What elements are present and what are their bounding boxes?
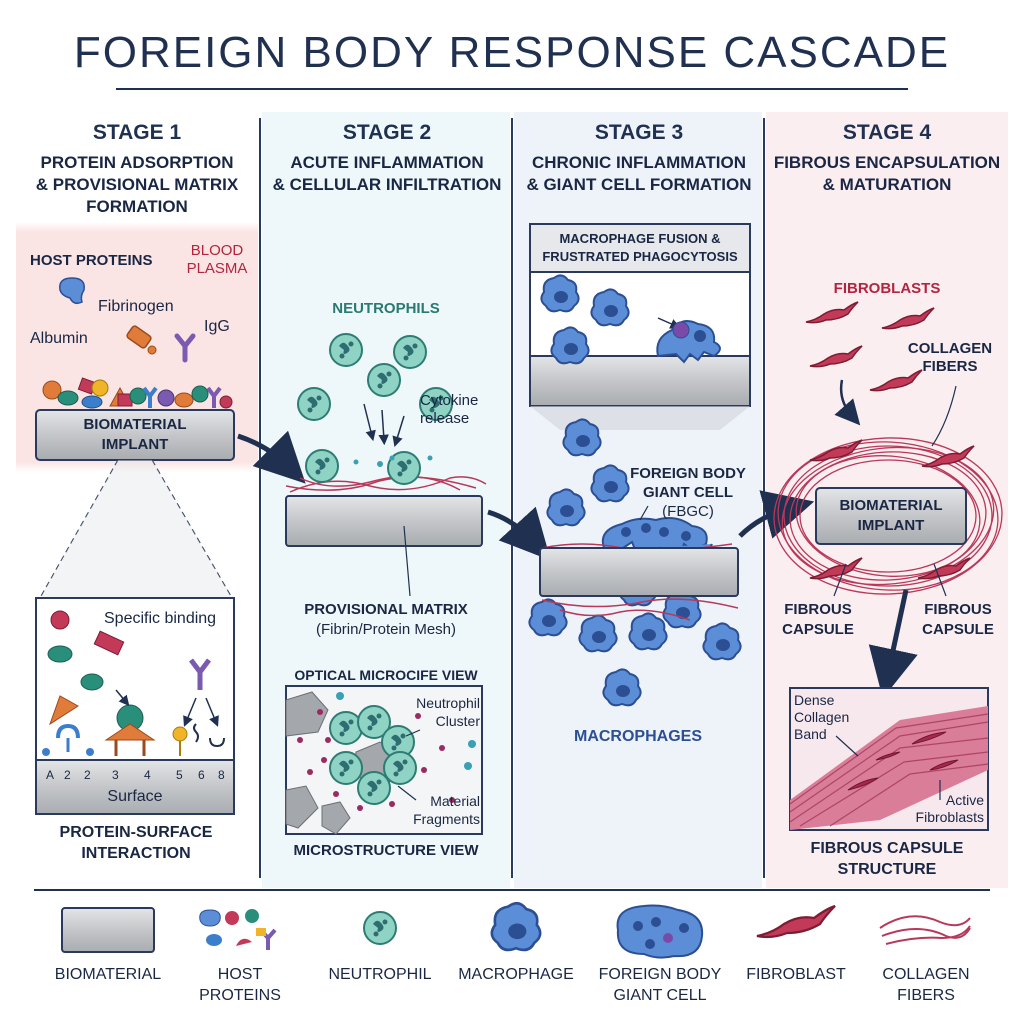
fibrinogen-icon xyxy=(126,325,152,349)
legend-fbgc-icon xyxy=(616,904,704,959)
macrophages-label: MACROPHAGES xyxy=(573,728,702,745)
legend-neutrophil-icon xyxy=(363,911,397,945)
title-underline xyxy=(116,88,908,90)
optical-view-label: OPTICAL MICROCIFE VIEW xyxy=(294,667,478,683)
provisional-matrix-label: PROVISIONAL MATRIX(Fibrin/Protein Mesh) xyxy=(304,601,468,638)
implant-stage2 xyxy=(285,495,483,547)
legend-fibroblast-icon xyxy=(755,904,837,939)
stage-4-number: STAGE 4 xyxy=(842,121,932,144)
igg-label: IgG xyxy=(204,318,230,335)
implant-stage3 xyxy=(539,547,739,597)
legend-neutrophil-label: NEUTROPHIL xyxy=(328,966,432,983)
legend-macrophage-icon xyxy=(490,901,542,952)
arrow-stage2-to-3 xyxy=(487,506,551,561)
stage-3-number: STAGE 3 xyxy=(594,121,684,144)
host-protein-blob xyxy=(59,277,85,305)
bound-proteins xyxy=(42,695,225,756)
legend-macrophage-label: MACROPHAGE xyxy=(458,966,574,983)
collagen-band xyxy=(789,706,989,830)
stage-2-title: ACUTE INFLAMMATION& CELLULAR INFILTRATIO… xyxy=(272,153,502,194)
stage-1-number: STAGE 1 xyxy=(92,121,182,144)
specific-binding-label: Specific binding xyxy=(104,610,217,627)
albumin-label: Albumin xyxy=(30,330,88,347)
macrophage-fusion-title: MACROPHAGE FUSION &FRUSTRATED PHAGOCYTOS… xyxy=(542,231,738,264)
stage-2-number: STAGE 2 xyxy=(342,121,432,144)
legend-biomaterial-label: BIOMATERIAL xyxy=(54,966,162,983)
host-proteins-label: HOST PROTEINS xyxy=(30,252,153,269)
legend-biomaterial-icon xyxy=(61,907,155,953)
stage-divider xyxy=(259,118,261,878)
stage-4-title: FIBROUS ENCAPSULATION& MATURATION xyxy=(773,153,1001,194)
stage-3-title: CHRONIC INFLAMMATION& GIANT CELL FORMATI… xyxy=(526,153,752,194)
fibroblasts-label: FIBROBLASTS xyxy=(833,280,941,297)
implant-stage1 xyxy=(35,409,235,461)
surface-label: Surface xyxy=(107,788,163,805)
collagen-capsule xyxy=(773,437,1003,595)
implant-stage4 xyxy=(815,487,967,545)
granules xyxy=(297,709,455,811)
stage-divider xyxy=(511,118,513,878)
arrow-stage1-to-2 xyxy=(237,430,306,484)
legend-collagen-icon xyxy=(879,915,971,945)
igg-icon xyxy=(174,333,196,363)
free-proteins xyxy=(47,610,211,691)
page-title: FOREIGN BODY RESPONSE CASCADE xyxy=(73,28,951,77)
microstructure-caption: MICROSTRUCTURE VIEW xyxy=(293,842,479,859)
legend-fibroblast-label: FIBROBLAST xyxy=(746,966,846,983)
fibrinogen-label: Fibrinogen xyxy=(98,298,174,315)
legend-host-proteins-icon xyxy=(199,909,277,950)
adsorbed-proteins xyxy=(42,377,233,409)
neutrophils-label: NEUTROPHILS xyxy=(332,300,440,317)
